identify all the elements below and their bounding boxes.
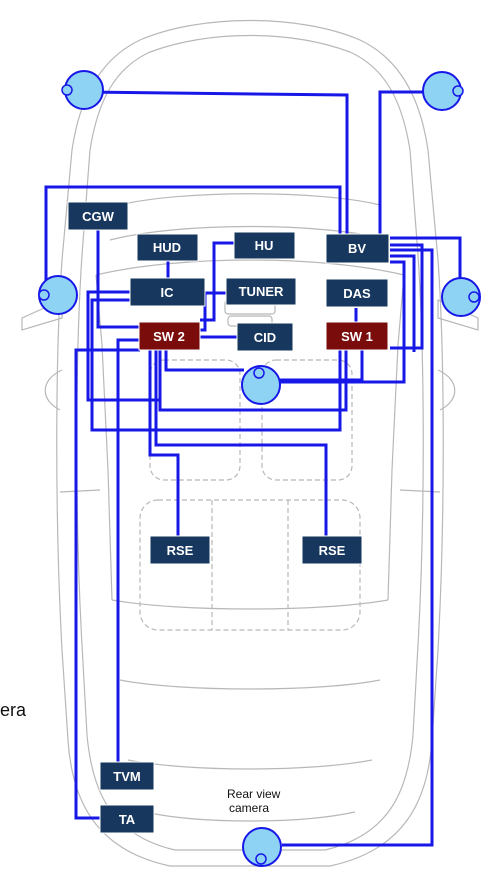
camera-rear[interactable]: [242, 827, 282, 867]
wire-sw2-rse-left: [148, 350, 180, 536]
wire-bv-sw2: [272, 260, 406, 384]
camera-front-right[interactable]: [422, 71, 464, 111]
ecu-bv[interactable]: BV: [325, 233, 390, 264]
ecu-ta-label: TA: [119, 812, 136, 827]
ecu-rse-right-label: RSE: [319, 543, 346, 558]
ecu-rse-left[interactable]: RSE: [149, 535, 211, 565]
wire-tuner-sw2: [200, 291, 226, 332]
ecu-cid[interactable]: CID: [236, 322, 294, 352]
wire-front-left-camera-bv: [83, 90, 349, 235]
ecu-ta[interactable]: TA: [99, 804, 155, 834]
camera-side-left[interactable]: [38, 275, 78, 315]
wire-ic-loop: [86, 290, 160, 402]
wire-side-left-camera-bv: [44, 185, 342, 290]
ecu-rse-right[interactable]: RSE: [301, 535, 363, 565]
wire-sw2-ta: [74, 348, 140, 820]
switch-sw1-label: SW 1: [341, 329, 373, 344]
wire-sw2-tvm: [116, 338, 140, 763]
ecu-cgw-label: CGW: [82, 209, 115, 224]
wire-sw2-sw1: [90, 298, 342, 432]
ecu-cid-label: CID: [254, 330, 276, 345]
ecu-hud[interactable]: HUD: [136, 233, 199, 262]
camera-interior[interactable]: [241, 365, 281, 405]
ecu-hu-label: HU: [255, 238, 274, 253]
ecu-cgw[interactable]: CGW: [67, 201, 129, 231]
rear-camera-label-line2: camera: [229, 801, 269, 815]
wire-sw2-interior-camera: [164, 350, 244, 372]
camera-side-right[interactable]: [441, 277, 481, 317]
switch-sw2[interactable]: SW 2: [138, 321, 201, 351]
wire-front-right-camera-bv: [378, 90, 440, 235]
ecu-das[interactable]: DAS: [325, 278, 389, 308]
wire-bv-rear-camera: [282, 248, 434, 847]
ecu-ic-label: IC: [161, 285, 175, 300]
ecu-bv-label: BV: [348, 241, 366, 256]
ecu-tuner[interactable]: TUNER: [225, 277, 297, 306]
switch-sw2-label: SW 2: [153, 329, 185, 344]
wire-sw1-interior-camera: [280, 350, 364, 382]
switch-sw1[interactable]: SW 1: [325, 321, 389, 351]
cameras: [38, 70, 481, 867]
wire-sw2-rse-right: [154, 350, 328, 536]
ecu-hu[interactable]: HU: [233, 231, 296, 260]
ecu-boxes: CGW HUD HU BV IC TUNER DAS SW 2: [67, 201, 390, 834]
network-wires: [44, 90, 462, 847]
ecu-ic[interactable]: IC: [129, 277, 206, 307]
wire-sw1-loop: [158, 350, 348, 412]
ecu-das-label: DAS: [343, 286, 371, 301]
ecu-tvm[interactable]: TVM: [99, 761, 155, 791]
rear-camera-label-line1: Rear view: [227, 787, 281, 801]
car-outline: [21, 19, 479, 867]
wire-bv-sw1-b: [390, 254, 416, 352]
wire-hu-sw2: [200, 241, 234, 322]
wire-bv-sw1-a: [390, 243, 424, 350]
wire-bv-side-right-camera: [390, 236, 462, 280]
ecu-rse-left-label: RSE: [167, 543, 194, 558]
ecu-tuner-label: TUNER: [239, 284, 284, 299]
clipped-caption-text: era: [0, 700, 27, 720]
wire-cgw-sw2: [96, 228, 140, 329]
camera-front-left[interactable]: [61, 70, 104, 110]
ecu-tvm-label: TVM: [113, 769, 140, 784]
ecu-hud-label: HUD: [153, 240, 181, 255]
